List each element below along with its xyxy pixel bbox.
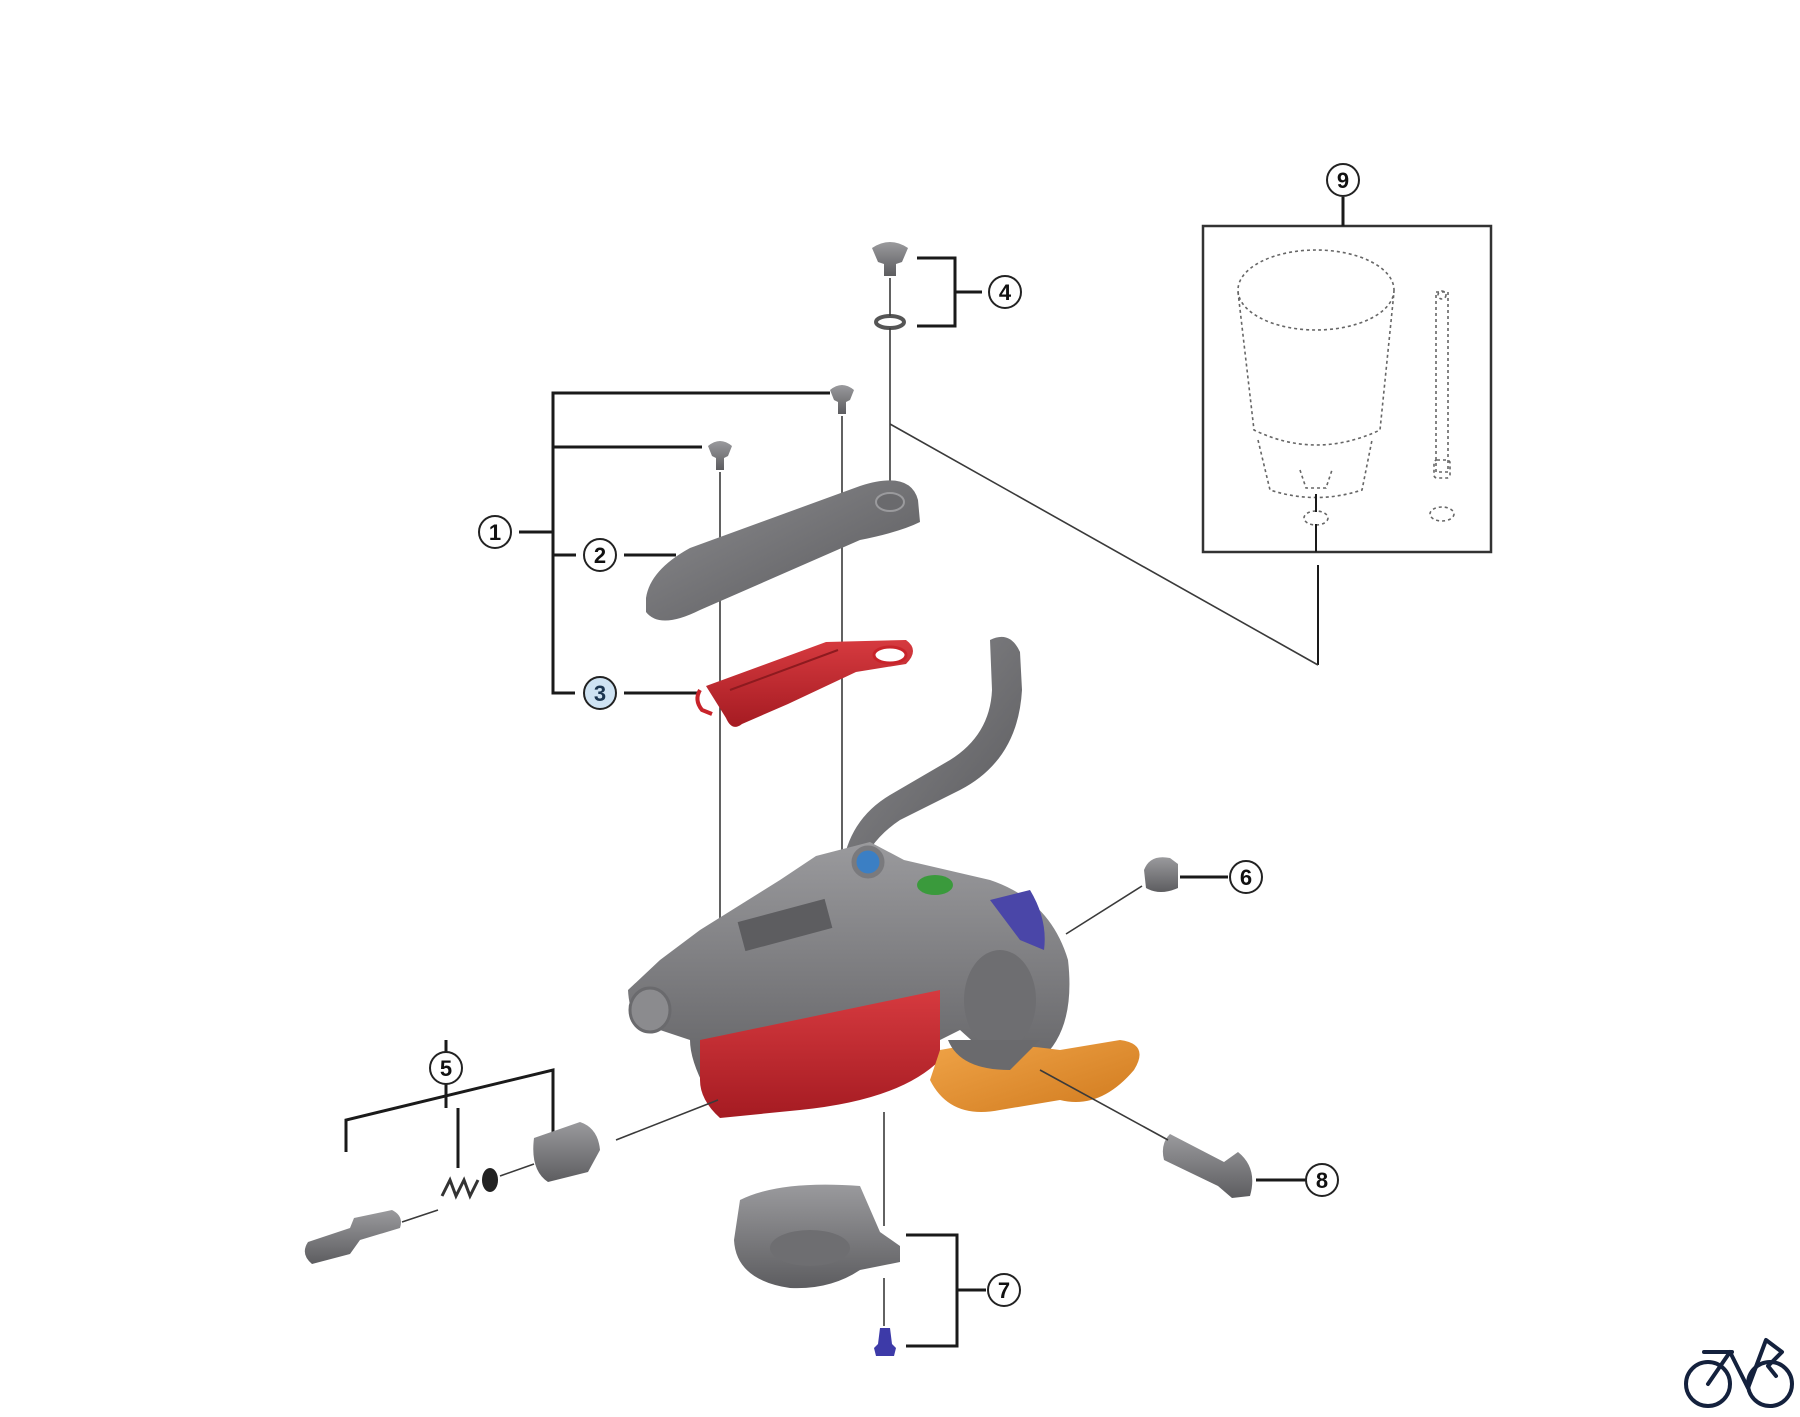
blue-indicator-dot <box>851 845 885 879</box>
bleed-kit-group <box>889 197 1493 666</box>
lever-body-part <box>628 842 1140 1118</box>
indicator-plate-part <box>695 640 913 727</box>
callout-3[interactable]: 3 <box>583 676 617 710</box>
callout-5-label: 5 <box>440 1056 452 1081</box>
callout-6-label: 6 <box>1240 865 1252 890</box>
part-6-cap <box>1065 857 1228 935</box>
funnel-washer-icon <box>1303 510 1329 526</box>
spring-ring-icon <box>482 1168 498 1192</box>
adjuster-pin-icon <box>304 1210 401 1264</box>
callout-6[interactable]: 6 <box>1229 860 1263 894</box>
callout-7[interactable]: 7 <box>987 1273 1021 1307</box>
cover-screw-right-icon <box>830 385 854 414</box>
cap-icon <box>1144 857 1178 892</box>
callout-9-label: 9 <box>1337 168 1349 193</box>
top-cover-hole <box>875 492 905 512</box>
callout-7-label: 7 <box>998 1278 1010 1303</box>
rod-washer-icon <box>1429 506 1455 522</box>
bicycle-logo-icon[interactable] <box>1684 1338 1794 1408</box>
clamp-bolt-icon <box>1162 1134 1253 1198</box>
funnel-icon <box>1237 249 1395 499</box>
callout-2-label: 2 <box>594 543 606 568</box>
bleed-rod-icon <box>1433 290 1451 479</box>
callout-8-label: 8 <box>1316 1168 1328 1193</box>
top-cover-part <box>646 480 920 621</box>
adjuster-barrel-icon <box>533 1122 600 1182</box>
part-1-bracket <box>519 385 854 955</box>
callout-4-label: 4 <box>999 280 1012 305</box>
bleed-kit-box <box>1201 224 1493 554</box>
brake-lever-part <box>842 636 1022 870</box>
washer-icon <box>874 314 906 330</box>
callout-4[interactable]: 4 <box>988 275 1022 309</box>
callout-9[interactable]: 9 <box>1326 163 1360 197</box>
purple-button <box>990 890 1045 950</box>
part-7-bottom-cover <box>734 1112 986 1356</box>
red-lower-housing <box>700 990 940 1118</box>
callout-2[interactable]: 2 <box>583 538 617 572</box>
callout-5[interactable]: 5 <box>429 1051 463 1085</box>
part-8-clamp-bolt <box>1039 1069 1306 1198</box>
fixing-bolt-icon <box>872 242 908 276</box>
part-4-bolt-washer <box>872 242 982 493</box>
bottom-screw-icon <box>874 1328 896 1356</box>
green-indicator-dot <box>917 875 953 895</box>
part-5-adjuster <box>304 1040 719 1264</box>
callout-1-label: 1 <box>489 520 501 545</box>
callout-8[interactable]: 8 <box>1305 1163 1339 1197</box>
spring-icon <box>440 1176 480 1200</box>
callout-1[interactable]: 1 <box>478 515 512 549</box>
cover-screw-left-icon <box>708 441 732 470</box>
callout-3-label: 3 <box>594 681 606 706</box>
